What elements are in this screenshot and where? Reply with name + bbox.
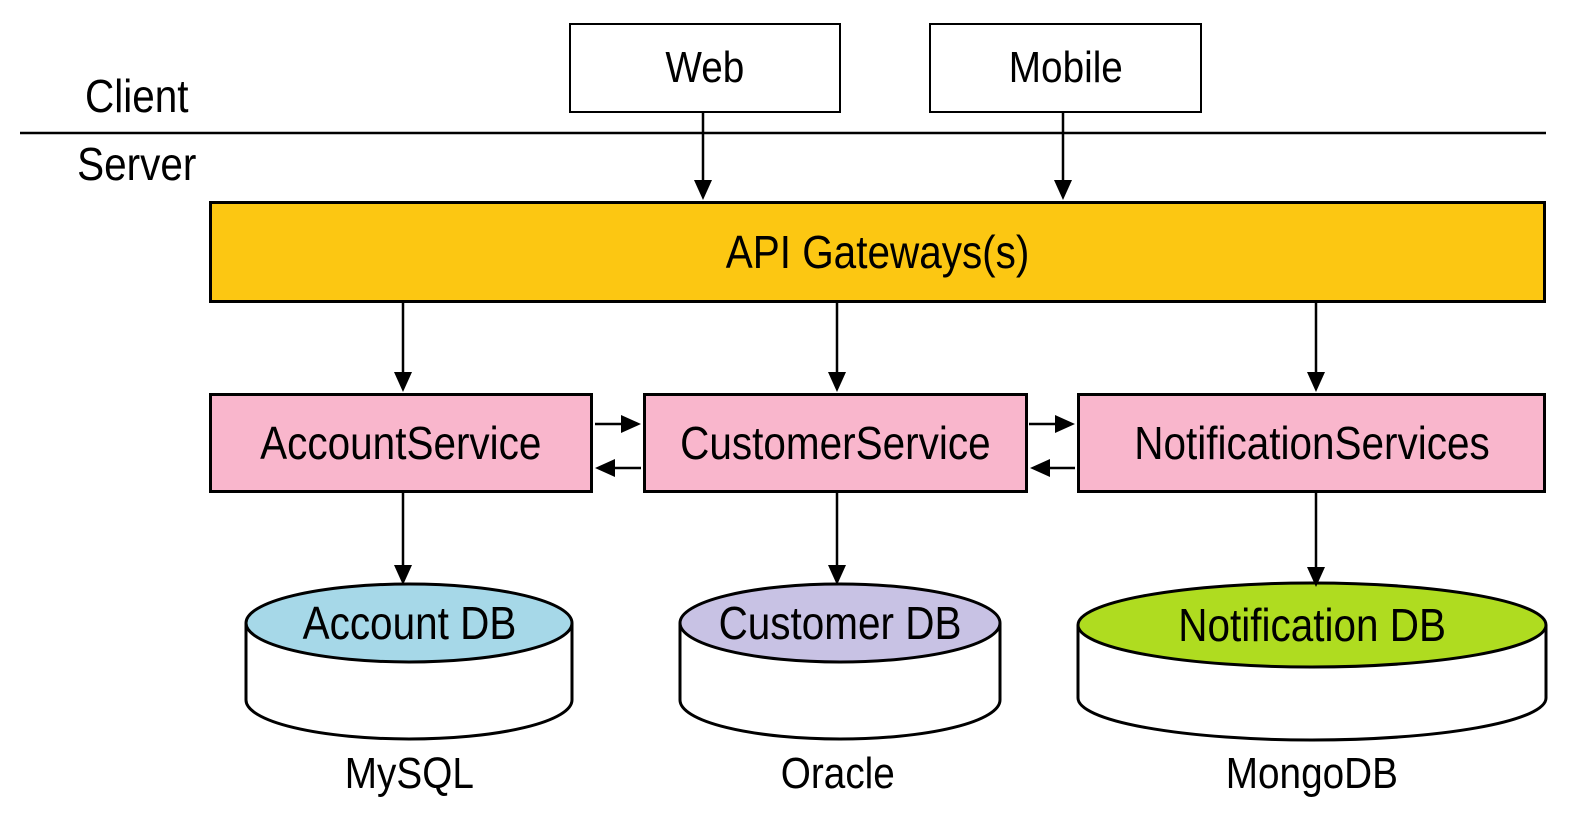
customer-db-cylinder xyxy=(678,582,1002,741)
account-db-engine-label: MySQL xyxy=(259,748,559,800)
customer-service-label: CustomerService xyxy=(680,417,991,469)
arrow-head xyxy=(1054,180,1072,200)
account-service-box: AccountService xyxy=(209,393,593,493)
client-tier-label-text: Client xyxy=(85,70,189,122)
server-tier-label: Server xyxy=(42,138,232,190)
web-client-box: Web xyxy=(569,23,841,113)
arrow-accountservice-to-accountdb xyxy=(394,493,412,585)
arrow-accountservice-to-customerservice xyxy=(595,415,641,433)
mobile-client-label: Mobile xyxy=(1008,43,1123,92)
customer-db-label: Customer DB xyxy=(680,597,1000,649)
account-service-label: AccountService xyxy=(260,417,542,469)
notification-db-engine-text: MongoDB xyxy=(1225,749,1399,798)
arrow-head xyxy=(394,565,412,585)
api-gateway-label: API Gateways(s) xyxy=(725,226,1030,278)
account-db-label: Account DB xyxy=(246,597,572,649)
arrow-head xyxy=(1307,372,1325,392)
arrow-notificationservices-to-notificationdb xyxy=(1307,493,1325,587)
server-tier-label-text: Server xyxy=(77,138,197,190)
arrow-mobile-to-gateway xyxy=(1054,113,1072,200)
customer-db-cylinder-top xyxy=(678,582,1002,664)
arrow-gateway-to-accountservice xyxy=(394,303,412,392)
client-tier-label: Client xyxy=(42,70,232,122)
arrow-head xyxy=(595,459,615,477)
notification-db-cylinder xyxy=(1076,581,1548,742)
arrow-notificationservices-to-customerservice xyxy=(1030,459,1075,477)
account-db-engine-text: MySQL xyxy=(344,749,474,798)
arrow-head xyxy=(828,565,846,585)
arrow-head xyxy=(1307,567,1325,587)
customer-db-engine-label: Oracle xyxy=(688,748,988,800)
arrow-customerservice-to-customerdb xyxy=(828,493,846,585)
account-db-cylinder-top xyxy=(244,582,574,664)
account-db-label-text: Account DB xyxy=(302,597,516,649)
arrow-customerservice-to-accountservice xyxy=(595,459,641,477)
arrow-head xyxy=(1055,415,1075,433)
arrow-head xyxy=(621,415,641,433)
notification-db-engine-label: MongoDB xyxy=(1162,748,1462,800)
notification-db-label-text: Notification DB xyxy=(1178,599,1446,651)
notification-services-box: NotificationServices xyxy=(1077,393,1546,493)
arrow-web-to-gateway xyxy=(694,113,712,200)
arrow-head xyxy=(1030,459,1050,477)
arrow-gateway-to-notificationservices xyxy=(1307,303,1325,392)
notification-services-label: NotificationServices xyxy=(1133,417,1490,469)
customer-db-label-text: Customer DB xyxy=(718,597,962,649)
customer-service-box: CustomerService xyxy=(643,393,1028,493)
arrow-head xyxy=(828,372,846,392)
notification-db-label: Notification DB xyxy=(1078,599,1546,651)
mobile-client-box: Mobile xyxy=(929,23,1202,113)
arrow-head xyxy=(694,180,712,200)
api-gateway-bar: API Gateways(s) xyxy=(209,201,1546,303)
web-client-label: Web xyxy=(665,43,745,92)
notification-db-cylinder-top xyxy=(1076,581,1548,669)
customer-db-engine-text: Oracle xyxy=(780,749,896,798)
arrow-gateway-to-customerservice xyxy=(828,303,846,392)
account-db-cylinder xyxy=(244,582,574,741)
arrow-customerservice-to-notificationservices xyxy=(1029,415,1075,433)
arrow-head xyxy=(394,372,412,392)
